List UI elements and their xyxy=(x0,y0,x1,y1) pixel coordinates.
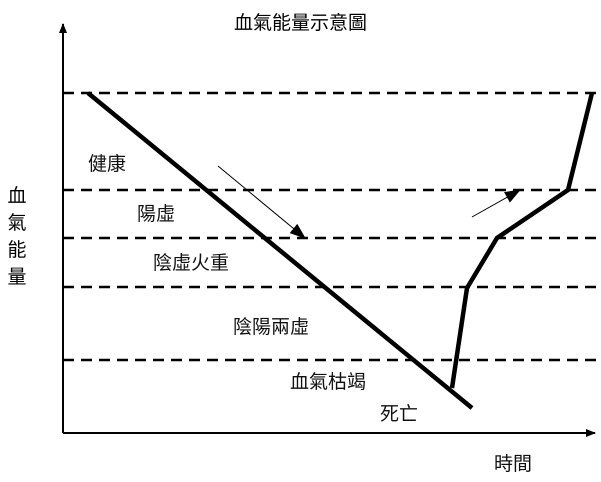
y-axis-label-char: 量 xyxy=(7,266,27,288)
zone-label-healthy: 健康 xyxy=(88,153,127,175)
zone-label-exhaustion: 血氣枯竭 xyxy=(290,371,367,393)
decline-line xyxy=(86,91,474,410)
level-lines xyxy=(63,91,601,362)
decline-arrow xyxy=(217,165,306,239)
zone-label-yin-deficiency-fire: 陰虛火重 xyxy=(153,252,230,274)
y-axis-label-char: 血 xyxy=(7,185,27,207)
recovery-arrow xyxy=(471,189,521,218)
y-axis-label: 血 氣 能 量 xyxy=(6,183,28,291)
y-axis-label-char: 氣 xyxy=(7,212,27,234)
zone-label-death: 死亡 xyxy=(380,403,419,425)
zone-label-yin-yang-deficiency: 陰陽兩虛 xyxy=(233,316,310,338)
diagram-title: 血氣能量示意圖 xyxy=(233,12,367,34)
x-axis-label: 時間 xyxy=(494,453,533,475)
zone-label-yang-deficiency: 陽虛 xyxy=(137,203,176,225)
y-axis-label-char: 能 xyxy=(7,239,27,261)
recovery-line xyxy=(449,92,595,389)
